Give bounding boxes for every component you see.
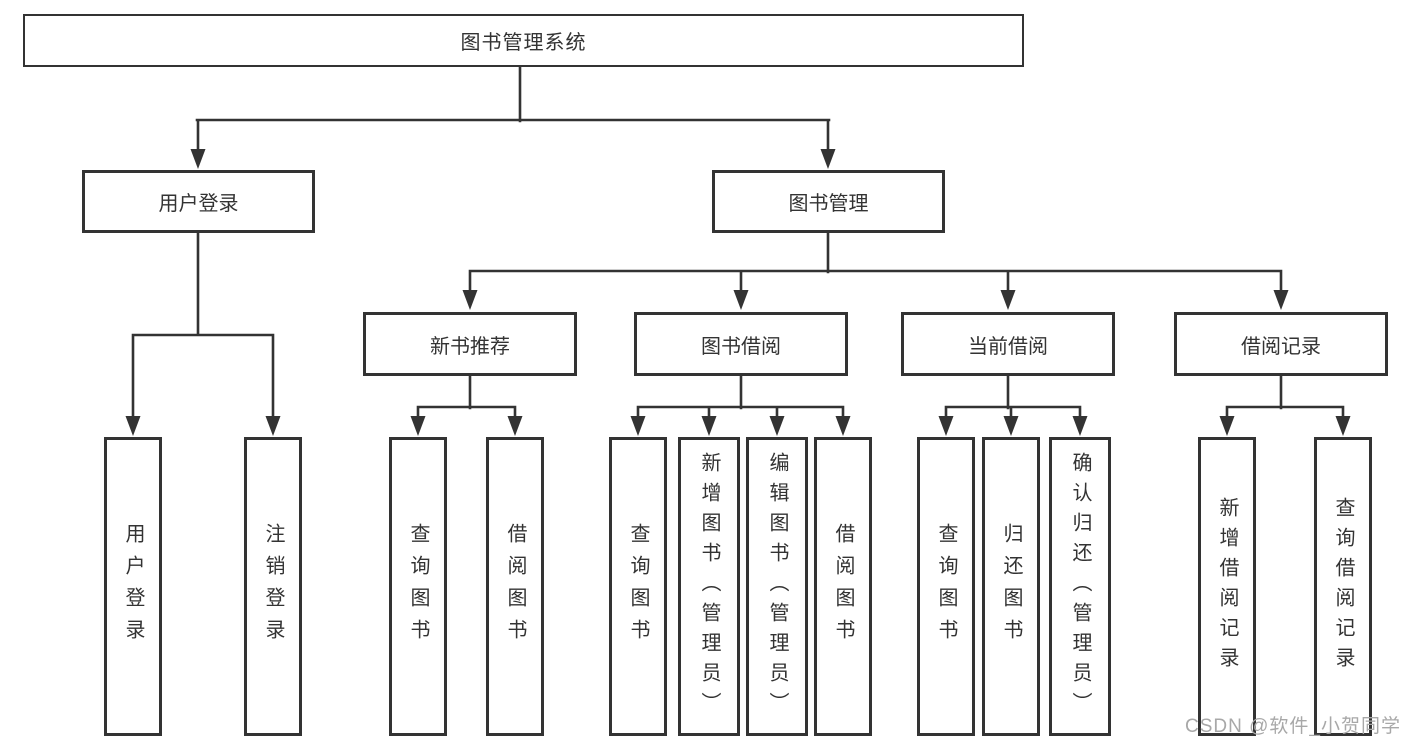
leaf-add-borrow-record: 新增借阅记录 — [1198, 437, 1256, 736]
leaf-borrow-books-borrow: 借阅图书 — [814, 437, 872, 736]
node-label: 查询图书 — [407, 522, 429, 651]
node-label: 图书管理 — [788, 193, 869, 215]
node-current-borrow: 当前借阅 — [901, 312, 1115, 376]
leaf-borrow-books-recommend: 借阅图书 — [486, 437, 544, 736]
node-label: 用户登录 — [158, 193, 239, 215]
node-user-login: 用户登录 — [82, 170, 315, 233]
node-label: 借阅记录 — [1241, 335, 1321, 358]
node-label: 新增借阅记录 — [1216, 496, 1238, 677]
node-label: 查询借阅记录 — [1332, 496, 1354, 677]
leaf-add-book-admin: 新增图书（管理员） — [678, 437, 740, 736]
node-label: 归还图书 — [1000, 522, 1022, 651]
node-new-book-recommend: 新书推荐 — [363, 312, 577, 376]
node-book-borrow: 图书借阅 — [634, 312, 848, 376]
leaf-confirm-return-admin: 确认归还（管理员） — [1049, 437, 1111, 736]
node-label: 确认归还（管理员） — [1069, 451, 1091, 722]
leaf-user-login: 用户登录 — [104, 437, 162, 736]
node-label: 当前借阅 — [968, 335, 1048, 358]
leaf-edit-book-admin: 编辑图书（管理员） — [746, 437, 808, 736]
node-label: 编辑图书（管理员） — [766, 451, 788, 722]
node-label: 新书推荐 — [430, 335, 510, 358]
node-label: 查询图书 — [627, 522, 649, 651]
leaf-query-books-borrow: 查询图书 — [609, 437, 667, 736]
node-label: 用户登录 — [122, 522, 144, 651]
leaf-return-book: 归还图书 — [982, 437, 1040, 736]
node-label: 图书管理系统 — [460, 32, 587, 54]
node-label: 图书借阅 — [701, 335, 781, 358]
node-label: 借阅图书 — [504, 522, 526, 651]
node-label: 注销登录 — [262, 522, 284, 651]
node-label: 借阅图书 — [832, 522, 854, 651]
csdn-watermark: CSDN @软件_小贺同学 — [1185, 716, 1401, 737]
node-borrow-records: 借阅记录 — [1174, 312, 1388, 376]
node-book-management: 图书管理 — [712, 170, 945, 233]
node-label: 查询图书 — [935, 522, 957, 651]
leaf-query-borrow-record: 查询借阅记录 — [1314, 437, 1372, 736]
leaf-logout: 注销登录 — [244, 437, 302, 736]
leaf-query-books-current: 查询图书 — [917, 437, 975, 736]
leaf-query-books-recommend: 查询图书 — [389, 437, 447, 736]
node-library-system: 图书管理系统 — [23, 14, 1024, 67]
node-label: 新增图书（管理员） — [698, 451, 720, 722]
